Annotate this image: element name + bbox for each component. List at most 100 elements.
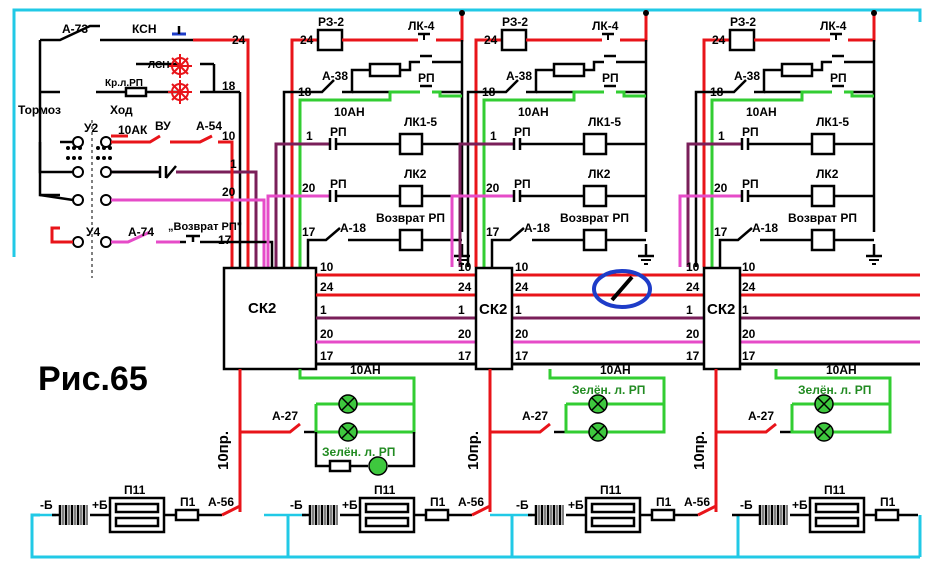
bus-wire-17-label: 17 bbox=[320, 349, 334, 363]
rp-label: РП bbox=[330, 177, 347, 191]
bus-wire-10-label: 10 bbox=[458, 260, 472, 274]
rp-label: РП bbox=[514, 125, 531, 139]
wire-1-label: 1 bbox=[490, 129, 497, 143]
wire-1-label: 1 bbox=[306, 129, 313, 143]
lk15-coil bbox=[398, 132, 424, 156]
hod-label: Ход bbox=[110, 103, 133, 117]
resistor bbox=[328, 459, 352, 473]
wire-17-label: 17 bbox=[218, 233, 232, 247]
pr10-label: 10пр. bbox=[465, 431, 482, 470]
rp-label: РП bbox=[514, 177, 531, 191]
p1-label: П1 bbox=[656, 495, 672, 509]
lk15-label: ЛК1-5 bbox=[588, 115, 621, 129]
wire-17-label: 17 bbox=[302, 225, 316, 239]
a56-label: А-56 bbox=[458, 495, 484, 509]
bus-wire-1-label: 1 bbox=[515, 303, 522, 317]
bus-wire-24-label: 24 bbox=[686, 280, 700, 294]
a38-label: А-38 bbox=[322, 69, 348, 83]
rp-resistor bbox=[552, 62, 586, 78]
sk2-block-2: СК2 bbox=[474, 266, 514, 371]
p11-fuse bbox=[114, 502, 160, 514]
rz2-coil bbox=[500, 28, 528, 52]
wire-24-label: 24 bbox=[484, 33, 498, 47]
lk4-label: ЛК-4 bbox=[820, 19, 847, 33]
rp-resistor bbox=[368, 62, 402, 78]
pr10-label: 10пр. bbox=[215, 431, 232, 470]
pr10-label: 10пр. bbox=[691, 431, 708, 470]
rp-label: РП bbox=[742, 125, 759, 139]
zelen-l-rp-label: Зелён. л. РП bbox=[798, 383, 871, 397]
vozvrat-rp-coil bbox=[398, 228, 424, 252]
plus-b-label: +Б bbox=[792, 498, 808, 512]
bus-wire-24-label: 24 bbox=[742, 280, 756, 294]
crossed-circle-icon bbox=[592, 269, 652, 309]
lsn-label: ЛСН bbox=[148, 60, 169, 71]
junction-dot bbox=[643, 10, 649, 16]
minus-b-label: -Б bbox=[40, 498, 53, 512]
an10-label: 10АН bbox=[826, 363, 857, 377]
bus-wire-10-label: 10 bbox=[515, 260, 529, 274]
figure-title: Рис.65 bbox=[38, 360, 148, 398]
an10-label: 10АН bbox=[350, 363, 381, 377]
p11-fuse bbox=[364, 516, 410, 528]
a18-label: А-18 bbox=[752, 221, 778, 235]
rp-label: РП bbox=[330, 125, 347, 139]
a54-label: А-54 bbox=[196, 119, 222, 133]
wire-24-label: 24 bbox=[232, 33, 246, 47]
rp-label: РП bbox=[742, 177, 759, 191]
bus-wire-20-label: 20 bbox=[515, 327, 529, 341]
bus-wire-24-label: 24 bbox=[515, 280, 529, 294]
bus-wire-1-label: 1 bbox=[686, 303, 693, 317]
p11-fuse bbox=[114, 516, 160, 528]
p11-fuse bbox=[814, 502, 860, 514]
plus-b-label: +Б bbox=[342, 498, 358, 512]
bus-wire-24-label: 24 bbox=[458, 280, 472, 294]
lk15-label: ЛК1-5 bbox=[404, 115, 437, 129]
p11-label: П11 bbox=[124, 483, 146, 497]
vozvrat-rp-quote-label: „Возврат РП" bbox=[168, 221, 242, 233]
junction-dot bbox=[459, 10, 465, 16]
wire-18-label: 18 bbox=[298, 85, 312, 99]
bus-wire-17-label: 17 bbox=[742, 349, 756, 363]
a27-label: А-27 bbox=[522, 409, 548, 423]
bus-wire-20-label: 20 bbox=[686, 327, 700, 341]
zelen-l-rp-label: Зелён. л. РП bbox=[572, 383, 645, 397]
minus-b-label: -Б bbox=[740, 498, 753, 512]
a38-label: А-38 bbox=[734, 69, 760, 83]
lk4-label: ЛК-4 bbox=[592, 19, 619, 33]
bus-wire-20-label: 20 bbox=[458, 327, 472, 341]
wire-17-label: 17 bbox=[486, 225, 500, 239]
left-control-section: А-73 КСН ЛСН Кр.л.РП 24 18 Тормоз Ход У2… bbox=[18, 22, 302, 278]
wire-18-label: 18 bbox=[482, 85, 496, 99]
p11-label: П11 bbox=[600, 483, 622, 497]
p1-fuse bbox=[424, 508, 450, 522]
vu-label: ВУ bbox=[155, 119, 171, 133]
tormoz-label: Тормоз bbox=[18, 103, 61, 117]
wire-20-label: 20 bbox=[302, 181, 316, 195]
an10-label: 10АН bbox=[746, 105, 777, 119]
an10-label: 10АН bbox=[518, 105, 549, 119]
wire-10-label: 10 bbox=[222, 129, 236, 143]
rp-label: РП bbox=[830, 71, 847, 85]
lk15-coil bbox=[810, 132, 836, 156]
wire-20-label: 20 bbox=[222, 185, 236, 199]
p1-label: П1 bbox=[180, 495, 196, 509]
kr-l-rp-lamp-icon bbox=[168, 80, 192, 104]
p1-fuse bbox=[174, 508, 200, 522]
bus-wire-20-label: 20 bbox=[742, 327, 756, 341]
rp-label: РП bbox=[602, 71, 619, 85]
lk15-coil bbox=[582, 132, 608, 156]
rz2-coil bbox=[728, 28, 756, 52]
p11-label: П11 bbox=[824, 483, 846, 497]
bus-wire-17-label: 17 bbox=[686, 349, 700, 363]
a18-label: А-18 bbox=[340, 221, 366, 235]
ksn-label: КСН bbox=[132, 22, 157, 36]
a27-label: А-27 bbox=[748, 409, 774, 423]
vozvrat-rp-coil bbox=[582, 228, 608, 252]
